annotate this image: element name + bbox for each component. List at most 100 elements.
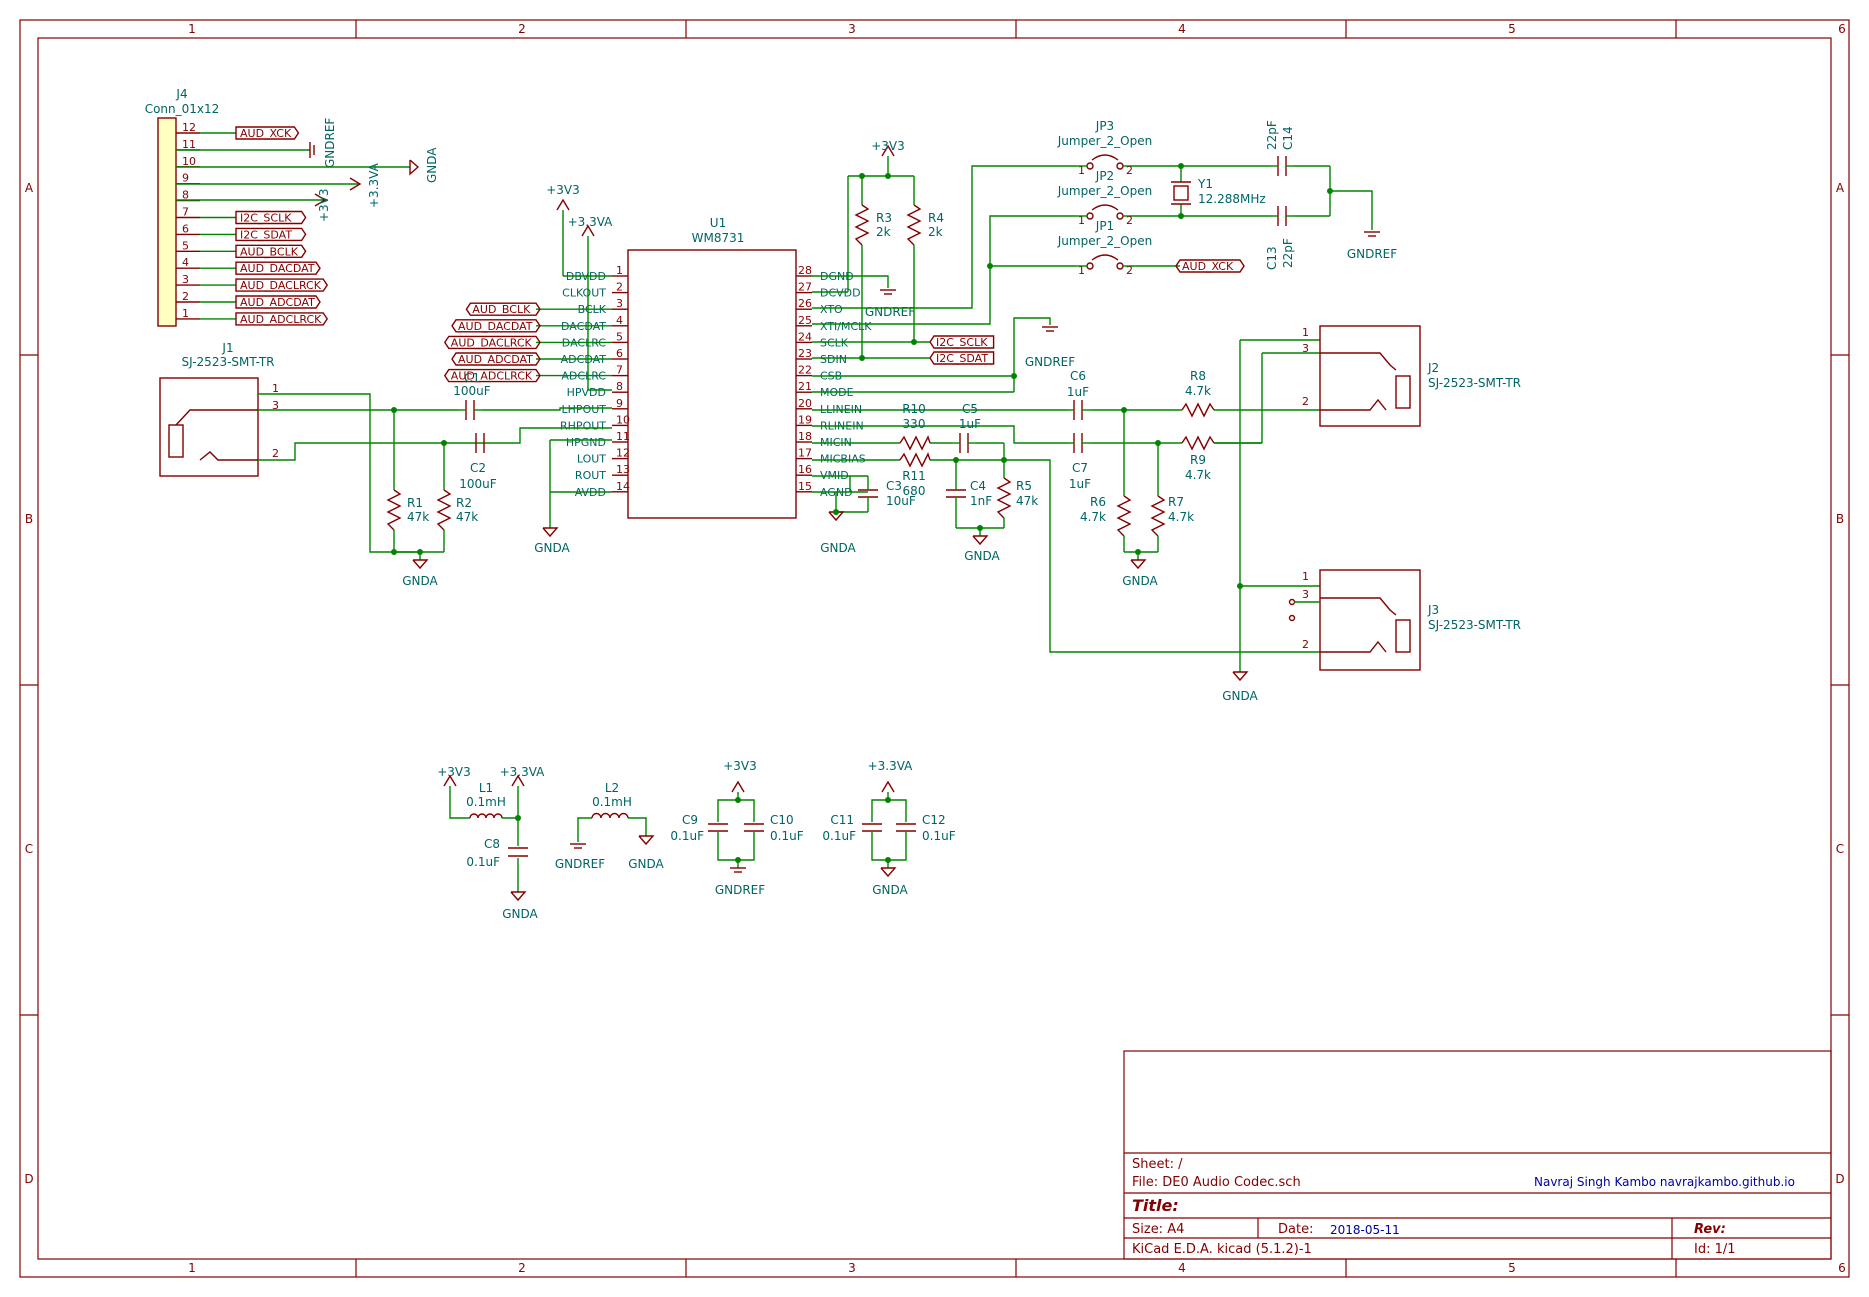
resistor-r10[interactable]: R10 330 — [899, 402, 931, 451]
gnda-label: GNDA — [402, 574, 438, 588]
crystal-y1[interactable]: Y1 12.288MHz — [1171, 177, 1266, 206]
capacitor-c10[interactable]: C10 0.1uF — [744, 813, 804, 843]
capacitor-c13[interactable]: C13 22pF — [1265, 206, 1295, 270]
tb-file: File: DE0 Audio Codec.sch — [1132, 1175, 1301, 1190]
jp-pin: 1 — [1078, 164, 1085, 177]
svg-text:I2C_SCLK: I2C_SCLK — [936, 336, 988, 349]
capacitor-c1[interactable]: C1 100uF — [453, 371, 491, 420]
r8-ref: R8 — [1190, 369, 1206, 383]
j4-pin-number: 2 — [182, 290, 189, 303]
resistor-r9[interactable]: R9 4.7k — [1181, 435, 1215, 482]
jack-j3[interactable]: 1 3 2 J3 SJ-2523-SMT-TR — [1288, 569, 1522, 671]
capacitor-c12[interactable]: C12 0.1uF — [896, 813, 956, 843]
gndref-label: GNDREF — [1025, 355, 1075, 369]
capacitor-c8[interactable]: C8 0.1uF — [466, 837, 528, 869]
r5-ref: R5 — [1016, 479, 1032, 493]
v3v3-label: +3V3 — [437, 765, 471, 779]
resistor-r11[interactable]: R11 680 — [899, 452, 931, 498]
resistor-r4[interactable]: R4 2k — [906, 204, 944, 246]
u1-left-power: +3V3 +3.3VA GNDA — [534, 183, 613, 555]
net-label: AUD_DACDAT — [235, 261, 321, 275]
resistor-r8[interactable]: R8 4.7k — [1181, 369, 1215, 418]
r5-value: 47k — [1016, 494, 1038, 508]
resistor-r2[interactable]: R2 47k — [436, 489, 478, 531]
capacitor-c7[interactable]: C7 1uF — [1068, 433, 1092, 491]
resistor-r3[interactable]: R3 2k — [854, 204, 892, 246]
y1-value: 12.288MHz — [1198, 192, 1266, 206]
inductor-l2[interactable]: L2 0.1mH — [591, 781, 632, 819]
jp-pin: 2 — [1126, 164, 1133, 177]
v3v3-label: +3V3 — [317, 188, 331, 222]
capacitor-c9[interactable]: C9 0.1uF — [670, 813, 728, 843]
gnda-label: GNDA — [964, 549, 1000, 563]
jumper-jp3[interactable]: JP3 Jumper_2_Open 1 2 — [1057, 119, 1152, 177]
r1-value: 47k — [407, 510, 429, 524]
svg-text:I2C_SDAT: I2C_SDAT — [936, 352, 988, 365]
svg-text:AUD_ADCDAT: AUD_ADCDAT — [458, 353, 533, 366]
net-label: AUD_DACDAT — [451, 319, 541, 333]
net-label: I2C_SDAT — [235, 227, 307, 241]
r3-value: 2k — [876, 225, 891, 239]
j4-value: Conn_01x12 — [145, 102, 220, 116]
r2-ref: R2 — [456, 496, 472, 510]
capacitor-c5[interactable]: C5 1uF — [952, 402, 981, 453]
svg-text:AUD_XCK: AUD_XCK — [1182, 260, 1234, 273]
capacitor-c11[interactable]: C11 0.1uF — [822, 813, 882, 843]
c11-value: 0.1uF — [822, 829, 856, 843]
net-label: AUD_ADCLRCK — [443, 368, 541, 383]
v33a-label: +3.3VA — [367, 162, 381, 208]
svg-text:AUD_BCLK: AUD_BCLK — [240, 245, 299, 258]
capacitor-c6[interactable]: C6 1uF — [1067, 369, 1092, 420]
j4-pin-number: 8 — [182, 189, 189, 202]
v33a-label: +3.3VA — [568, 215, 614, 229]
jack-pin: 3 — [1302, 342, 1309, 355]
capacitor-c14[interactable]: 22pF C14 — [1265, 120, 1295, 176]
jumper-jp2[interactable]: JP2 Jumper_2_Open 1 2 — [1057, 169, 1152, 227]
jp-pin: 2 — [1126, 264, 1133, 277]
jack-j1[interactable]: J1 SJ-2523-SMT-TR 1 3 2 — [159, 341, 279, 477]
capacitor-c4[interactable]: C4 1nF — [946, 478, 992, 508]
c10-value: 0.1uF — [770, 829, 804, 843]
sheet-frame: 1 2 3 4 5 6 1 2 3 4 5 6 A B C D A B C D — [19, 19, 1850, 1278]
resistor-r5[interactable]: R5 47k — [996, 477, 1038, 519]
resistor-r6[interactable]: R6 4.7k — [1080, 495, 1132, 537]
u1-pin-number: 8 — [616, 380, 623, 393]
j3-value: SJ-2523-SMT-TR — [1428, 618, 1521, 632]
gndref-label: GNDREF — [865, 305, 915, 319]
u1-pin-number: 15 — [798, 480, 812, 493]
jp2-ref: JP2 — [1095, 169, 1114, 183]
j4-pin-number: 7 — [182, 206, 189, 219]
r4-value: 2k — [928, 225, 943, 239]
row-label: C — [1836, 842, 1844, 856]
j4-pin-number: 11 — [182, 138, 196, 151]
u1-pin-name: ROUT — [575, 469, 606, 482]
row-label: B — [1836, 512, 1844, 526]
capacitor-c3[interactable]: C3 10uF — [858, 476, 916, 512]
gndref-label: GNDREF — [1347, 247, 1397, 261]
jumper-jp1[interactable]: JP1 Jumper_2_Open 1 2 AUD_XCK — [1057, 219, 1245, 277]
tb-rev: Rev: — [1694, 1222, 1726, 1237]
j4-ref: J4 — [175, 87, 187, 101]
r6-value: 4.7k — [1080, 510, 1106, 524]
u1-pin-number: 24 — [798, 330, 812, 343]
j4-pin-number: 12 — [182, 121, 196, 134]
jp-pin: 2 — [1126, 214, 1133, 227]
capacitor-c2[interactable]: C2 100uF — [459, 433, 497, 491]
u1-pin-number: 17 — [798, 447, 812, 460]
resistor-r7[interactable]: R7 4.7k — [1150, 495, 1194, 537]
r6-ref: R6 — [1090, 495, 1106, 509]
aud-xck-label: AUD_XCK — [1175, 259, 1245, 273]
inductor-l1[interactable]: L1 0.1mH — [466, 781, 506, 819]
gnda-label: GNDA — [534, 541, 570, 555]
resistor-r1[interactable]: R1 47k — [386, 489, 429, 531]
row-label: C — [25, 842, 33, 856]
tb-size: Size: A4 — [1132, 1222, 1184, 1237]
jack-j2[interactable]: 1 3 2 J2 SJ-2523-SMT-TR — [1302, 325, 1521, 427]
net-label: AUD_ADCDAT — [451, 352, 541, 366]
l1-value: 0.1mH — [466, 795, 506, 809]
col-label: 4 — [1178, 22, 1186, 36]
row-label: B — [25, 512, 33, 526]
u1-pin-name: SCLK — [820, 336, 849, 349]
